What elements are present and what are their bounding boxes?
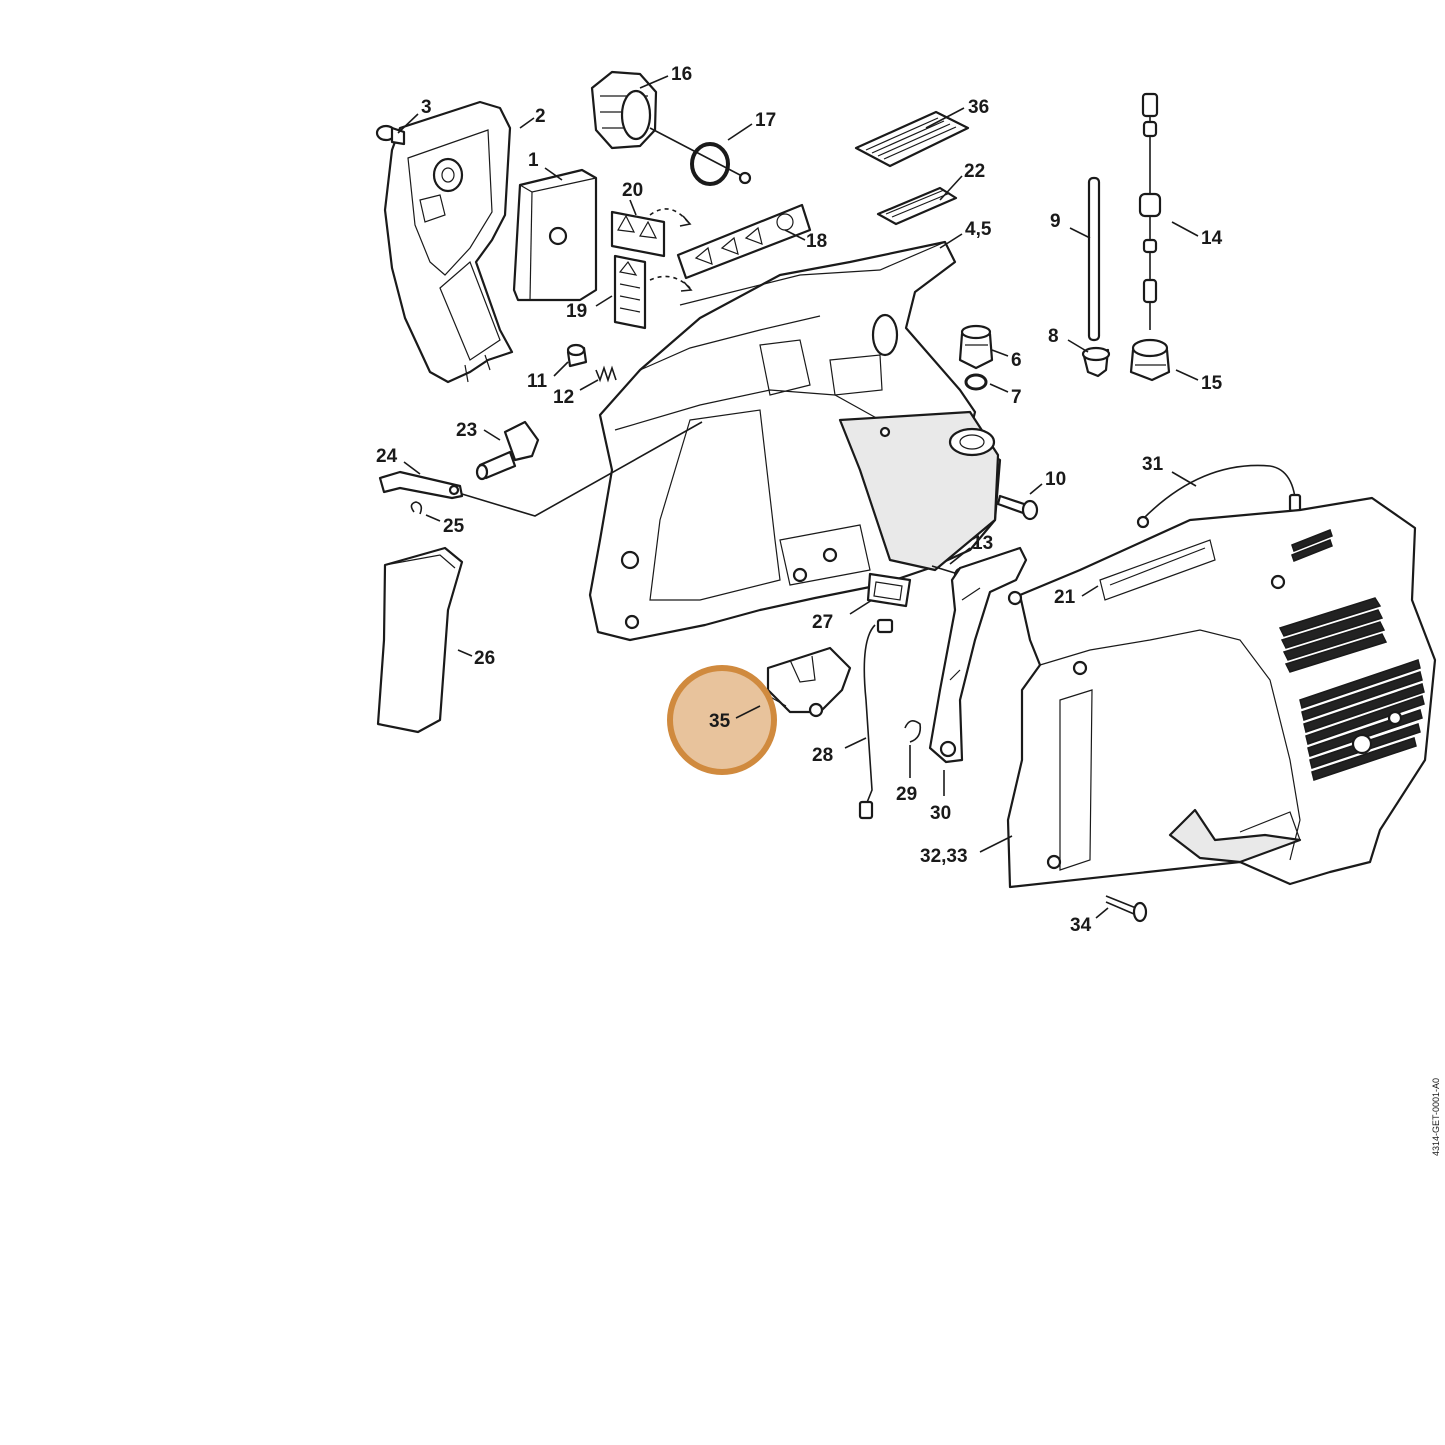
part-grommet-8[interactable]	[1081, 346, 1111, 378]
part-label-36[interactable]	[854, 110, 970, 168]
part-main-housing[interactable]	[588, 240, 1002, 642]
part-rod-9[interactable]	[1087, 176, 1101, 342]
callout-25: 25	[443, 516, 465, 537]
callout-18: 18	[806, 231, 827, 252]
callout-15: 15	[1201, 373, 1223, 394]
callout-11: 11	[527, 371, 548, 392]
part-screw-3[interactable]	[375, 124, 406, 146]
leader-lines	[397, 75, 1199, 919]
part-screw-10[interactable]	[996, 494, 1039, 521]
callout-14: 14	[1201, 228, 1223, 249]
callout-23: 23	[456, 420, 477, 441]
callout-30: 30	[930, 803, 951, 824]
callout-27: 27	[812, 612, 833, 633]
part-primer-16[interactable]	[590, 70, 752, 185]
part-clamp-29[interactable]	[904, 720, 922, 743]
part-cover-32-33[interactable]	[1006, 496, 1437, 889]
callout-labels: 1 2 3 4,5 6 7 8 9 10 11 12 13 14 15 16 1…	[376, 64, 1223, 936]
callout-2: 2	[535, 106, 546, 127]
cover-vents-top	[1291, 529, 1333, 562]
callout-26: 26	[474, 648, 495, 669]
callout-13: 13	[972, 533, 993, 554]
part-housing-half[interactable]	[383, 100, 514, 384]
callout-20: 20	[622, 180, 643, 201]
callout-34: 34	[1070, 915, 1092, 936]
assembly-line	[461, 421, 703, 517]
part-fuel-filter-15[interactable]	[1129, 338, 1171, 382]
callout-3: 3	[421, 97, 432, 118]
part-valve-6[interactable]	[958, 324, 994, 370]
document-id: 4314-GET-0001-A0	[1431, 1078, 1441, 1156]
callout-31: 31	[1142, 454, 1164, 475]
callout-4-5: 4,5	[965, 219, 992, 240]
part-fuel-pickup-14[interactable]	[1138, 92, 1162, 330]
part-switch-27[interactable]	[866, 572, 912, 608]
callout-32-33: 32,33	[920, 846, 968, 867]
part-screw-34[interactable]	[1105, 895, 1148, 923]
callout-28: 28	[812, 745, 833, 766]
callout-8: 8	[1048, 326, 1059, 347]
callout-24: 24	[376, 446, 398, 467]
callout-9: 9	[1050, 211, 1061, 232]
part-throttle-lock-23[interactable]	[475, 420, 540, 481]
part-lever-24[interactable]	[378, 470, 464, 500]
part-cable-28[interactable]	[858, 618, 894, 820]
callout-16: 16	[671, 64, 692, 85]
callout-19: 19	[566, 301, 587, 322]
part-label-20[interactable]	[610, 208, 692, 258]
part-spring-12[interactable]	[595, 365, 617, 383]
highlight-circle	[667, 665, 777, 775]
callout-1: 1	[528, 150, 539, 171]
callout-35: 35	[709, 711, 731, 732]
callout-6: 6	[1011, 350, 1022, 371]
part-trigger-30[interactable]	[928, 546, 1028, 764]
callout-29: 29	[896, 784, 917, 805]
part-label-19[interactable]	[613, 254, 693, 330]
part-sleeve-26[interactable]	[376, 546, 464, 734]
part-bushing-11[interactable]	[566, 343, 588, 368]
callout-10: 10	[1045, 469, 1066, 490]
callout-36: 36	[968, 97, 989, 118]
leader-35	[735, 705, 761, 719]
part-o-ring-17[interactable]	[690, 142, 730, 186]
part-throttle-cable-31[interactable]	[1136, 464, 1302, 529]
callout-21: 21	[1054, 587, 1076, 608]
part-label-18[interactable]	[676, 203, 812, 280]
callout-12: 12	[553, 387, 574, 408]
part-clip-25[interactable]	[410, 501, 423, 515]
part-o-ring-7[interactable]	[964, 373, 988, 391]
callout-7: 7	[1011, 387, 1022, 408]
part-air-filter[interactable]	[512, 168, 598, 302]
callout-22: 22	[964, 161, 985, 182]
part-label-22[interactable]	[876, 186, 958, 226]
callout-17: 17	[755, 110, 776, 131]
